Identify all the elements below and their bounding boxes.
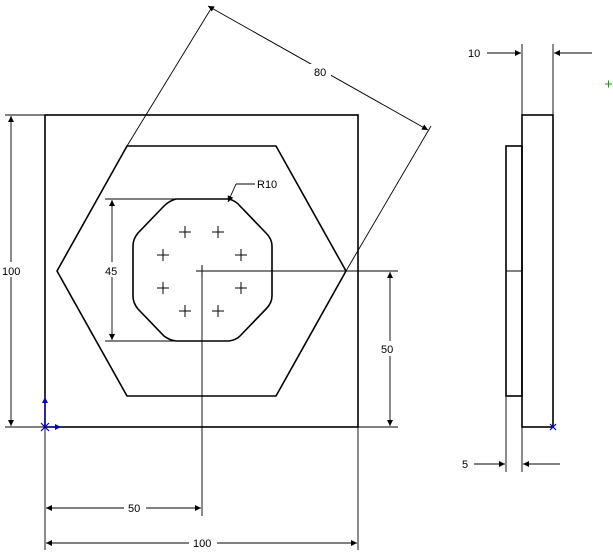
dimension-50-vertical-text: 50 <box>381 344 393 356</box>
side-plate-outline[interactable] <box>521 114 554 428</box>
dimension-r10[interactable]: R10 <box>227 179 277 203</box>
dimension-100-vertical-text: 100 <box>2 266 20 278</box>
dimension-5-text: 5 <box>462 459 468 471</box>
hole-marker-7[interactable] <box>179 305 191 317</box>
dimension-100-horizontal-text: 100 <box>193 538 211 550</box>
green-point-marker <box>605 80 612 88</box>
octagon-pocket-outline[interactable] <box>132 198 273 342</box>
dimension-10-text: 10 <box>468 48 480 60</box>
hole-markers <box>157 226 247 317</box>
dimension-r10-text: R10 <box>257 179 277 191</box>
dimension-50-horizontal[interactable]: 50 <box>44 271 203 550</box>
dimension-100-horizontal[interactable]: 100 <box>46 427 359 550</box>
hole-marker-3[interactable] <box>157 249 169 261</box>
hole-marker-8[interactable] <box>212 305 224 317</box>
dimension-50-horizontal-text: 50 <box>128 503 140 515</box>
dimension-80[interactable]: 80 <box>126 5 432 272</box>
dimension-80-text: 80 <box>314 67 326 79</box>
front-view <box>40 114 359 432</box>
dimension-100-vertical[interactable]: 100 <box>2 114 45 428</box>
hole-marker-1[interactable] <box>179 226 191 238</box>
hexagon-outline[interactable] <box>56 145 347 397</box>
origin-indicator <box>40 397 61 432</box>
hole-marker-5[interactable] <box>157 282 169 294</box>
side-view <box>505 80 612 431</box>
hole-marker-4[interactable] <box>235 249 247 261</box>
dimension-50-vertical[interactable]: 50 <box>202 270 400 428</box>
hole-marker-2[interactable] <box>212 226 224 238</box>
side-origin-indicator <box>549 423 557 431</box>
dimension-5[interactable]: 5 <box>462 396 560 472</box>
hole-marker-6[interactable] <box>235 282 247 294</box>
dimension-45[interactable]: 45 <box>104 198 176 342</box>
dimension-45-text: 45 <box>105 266 117 278</box>
dimension-10[interactable]: 10 <box>468 44 592 115</box>
